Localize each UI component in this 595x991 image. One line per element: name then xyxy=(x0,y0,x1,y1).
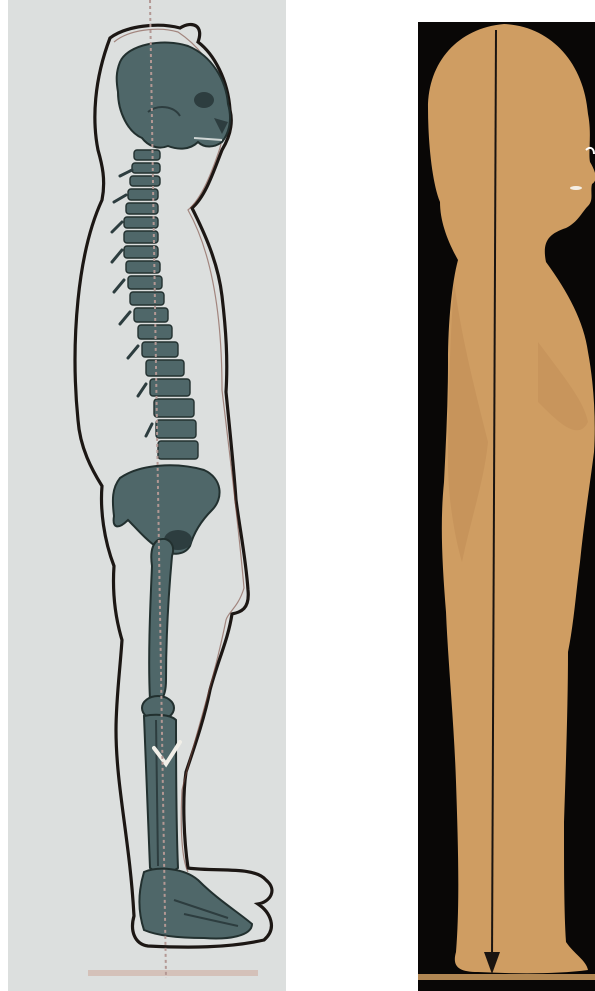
silhouette-posture-svg xyxy=(418,22,595,991)
tibia xyxy=(144,715,178,873)
skeleton-posture-figure xyxy=(8,0,286,991)
ground-line xyxy=(88,970,258,976)
floor-band xyxy=(418,974,595,980)
skeleton-posture-svg xyxy=(8,0,286,991)
mouth-mark xyxy=(570,186,582,190)
silhouette-posture-figure xyxy=(418,22,595,991)
